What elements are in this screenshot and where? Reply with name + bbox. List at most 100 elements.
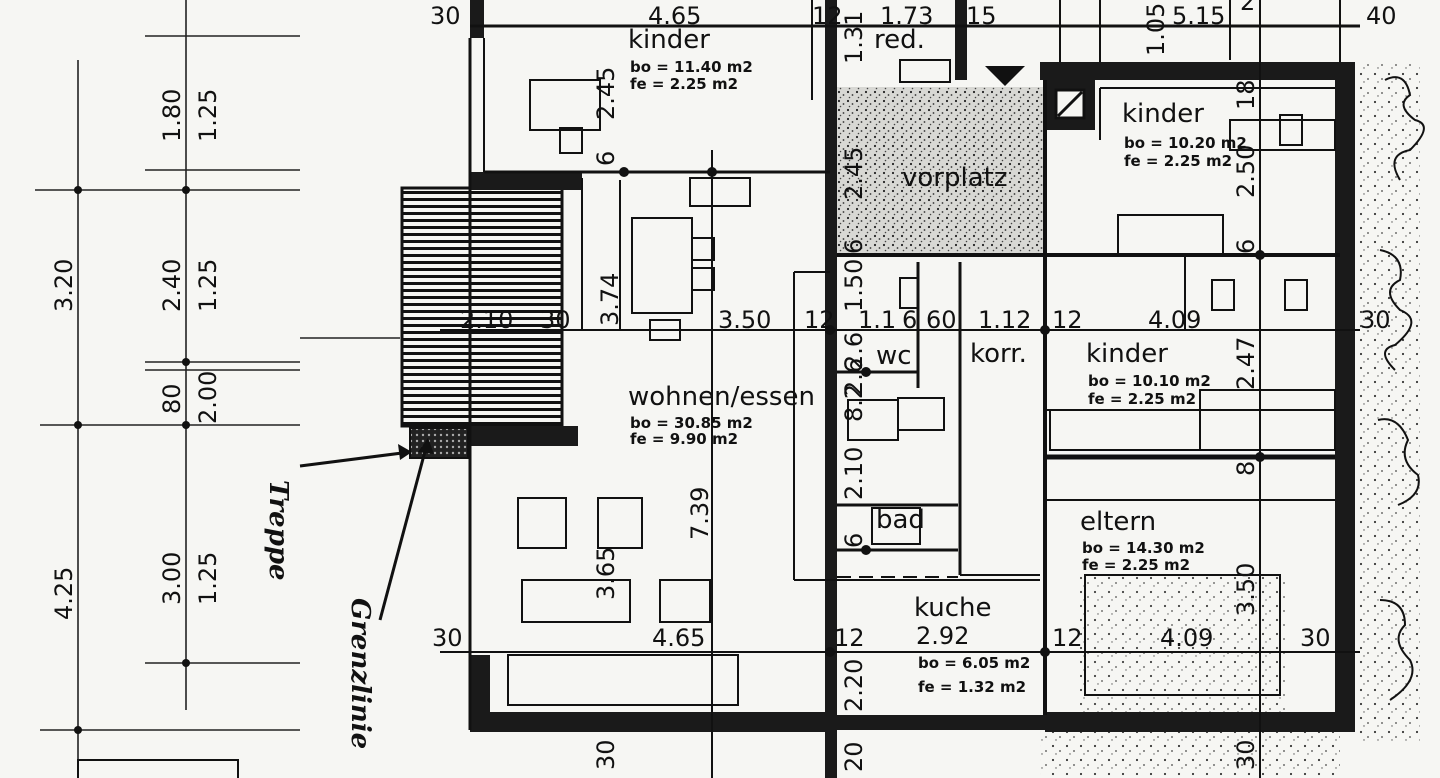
dim-mid-7: 60: [926, 306, 957, 334]
dim-left-a-2: 2.40: [158, 259, 186, 312]
dim-top-6: 5.15: [1172, 2, 1225, 30]
right-garden: [1355, 62, 1420, 742]
room-area-kuche-fe: fe = 1.32 m2: [918, 678, 1026, 696]
room-area-kinder-3-fe: fe = 2.25 m2: [1088, 390, 1196, 408]
dim-v-11: 2.10: [840, 447, 868, 500]
interior-vertical-dimensions: 2.45 6 1.31 2.45 6 1.50 3.74 2.6 2.6 8.2…: [592, 3, 1260, 772]
dim-v-1: 2.45: [592, 67, 620, 120]
dim-top-7: 2: [1240, 0, 1255, 16]
dim-v-8: 2.6: [840, 332, 868, 370]
exterior-walls: [470, 0, 1355, 778]
dim-left-b-1: 1.25: [194, 89, 222, 142]
room-label-wc: wc: [876, 341, 912, 371]
dim-v-5: 6: [840, 239, 868, 254]
dim-mid-9: 12: [1052, 306, 1083, 334]
dim-top-5: 15: [966, 2, 997, 30]
room-label-korr: korr.: [970, 339, 1027, 369]
dim-v-9: 2.6: [840, 358, 868, 396]
dim-mid-11: 30: [1360, 306, 1391, 334]
legend-box-stub: [77, 759, 239, 778]
annotation-grenzlinie: Grenzlinie: [345, 438, 434, 749]
dim-v-21: 6: [1232, 239, 1260, 254]
dimension-nodes: [619, 167, 1265, 657]
dim-v-22: 2.47: [1232, 337, 1260, 390]
eltern-fill: [1080, 575, 1285, 715]
top-dimension-row: 30 4.65 12 1.73 15 5.15 2 40: [430, 0, 1397, 30]
room-label-wohnen-essen: wohnen/essen: [628, 382, 815, 412]
bottom-strip: [1040, 730, 1340, 778]
dim-v-14: 7.39: [686, 487, 714, 540]
lower-dimension-row: 30 4.65 12 12 4.09 30: [432, 624, 1331, 652]
dim-left-a-4: 3.00: [158, 552, 186, 605]
dim-left-b-4: 1.25: [194, 552, 222, 605]
dim-mid-6: 6: [902, 306, 917, 334]
room-area-kuche-bo: bo = 6.05 m2: [918, 654, 1030, 672]
room-label-red: red.: [874, 25, 925, 55]
terrace-hatch: [400, 186, 564, 428]
dim-v-2: 6: [592, 151, 620, 166]
dim-left-total-1: 3.20: [50, 259, 78, 312]
left-vertical-dimensions: 3.20 4.25 1.80 2.40 80 3.00 1.25 1.25 2.…: [50, 89, 222, 620]
annotation-treppe: Treppe: [263, 444, 412, 581]
vorplatz-fill: [830, 87, 1043, 255]
treppe-label: Treppe: [263, 480, 293, 581]
dim-low-2: 4.65: [652, 624, 705, 652]
room-area-eltern-bo: bo = 14.30 m2: [1082, 539, 1205, 557]
grenzlinie-label: Grenzlinie: [345, 598, 375, 749]
dim-top-2: 4.65: [648, 2, 701, 30]
room-label-vorplatz: vorplatz: [902, 163, 1008, 193]
dim-top-1: 30: [430, 2, 461, 30]
dim-left-a-1: 1.80: [158, 89, 186, 142]
middle-dimension-row: 2.10 30 3.50 12 1.1 6 60 1.12 12 4.09 30: [460, 306, 1391, 334]
furniture: [507, 59, 1336, 706]
dim-mid-5: 1.1: [858, 306, 896, 334]
interior-walls: [440, 0, 1360, 778]
dim-v-6: 1.50: [840, 259, 868, 312]
room-area-kinder-2-fe: fe = 2.25 m2: [1124, 152, 1232, 170]
dim-v-10: 8.2: [840, 384, 868, 422]
room-label-bad: bad: [876, 505, 925, 535]
room-area-kinder-1-bo: bo = 11.40 m2: [630, 58, 753, 76]
room-area-kinder-3-bo: bo = 10.10 m2: [1088, 372, 1211, 390]
dim-v-3: 1.31: [840, 11, 868, 64]
dim-left-a-3: 80: [158, 383, 186, 414]
dim-v-23: 8: [1232, 461, 1260, 476]
room-area-kinder-1-fe: fe = 2.25 m2: [630, 75, 738, 93]
room-label-kuche: kuche: [914, 593, 992, 623]
chimney-diagonal: [1056, 90, 1084, 118]
dim-low-1: 30: [432, 624, 463, 652]
dim-left-b-2: 1.25: [194, 259, 222, 312]
dim-low-6: 30: [1300, 624, 1331, 652]
dim-low-3: 12: [834, 624, 865, 652]
dim-v-17: 30: [592, 739, 620, 770]
dim-top-8: 40: [1366, 2, 1397, 30]
dim-left-b-3: 2.00: [194, 371, 222, 424]
dim-top-4: 1.73: [880, 2, 933, 30]
dim-v-12: 6: [840, 533, 868, 548]
dim-low-4: 12: [1052, 624, 1083, 652]
entrance-marker: [985, 66, 1025, 86]
room-area-wohnen-bo: bo = 30.85 m2: [630, 414, 753, 432]
dim-mid-2: 30: [540, 306, 571, 334]
dim-v-13: 3.65: [592, 547, 620, 600]
room-label-kinder-2: kinder: [1122, 99, 1204, 129]
dim-v-19: 18: [1232, 79, 1260, 110]
dim-v-7: 3.74: [596, 273, 624, 326]
room-area-wohnen-fe: fe = 9.90 m2: [630, 430, 738, 448]
dim-mid-4: 12: [804, 306, 835, 334]
room-dim-kuche: 2.92: [916, 622, 969, 650]
dim-top-3: 12: [812, 2, 843, 30]
dim-v-16: 20: [840, 741, 868, 772]
dim-mid-1: 2.10: [460, 306, 513, 334]
dim-left-total-2: 4.25: [50, 567, 78, 620]
left-dimension-chain: [35, 0, 400, 760]
room-area-kinder-2-bo: bo = 10.20 m2: [1124, 134, 1247, 152]
dim-v-15: 2.20: [840, 659, 868, 712]
shrub-outlines: [1377, 76, 1425, 701]
terrace-step: [409, 427, 469, 459]
dim-v-24: 3.50: [1232, 563, 1260, 616]
room-label-kinder-3: kinder: [1086, 339, 1168, 369]
dim-v-4: 2.45: [840, 147, 868, 200]
dim-low-5: 4.09: [1160, 624, 1213, 652]
